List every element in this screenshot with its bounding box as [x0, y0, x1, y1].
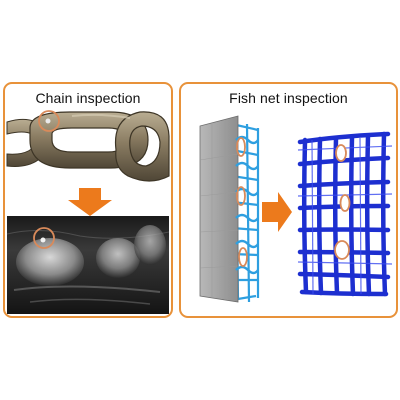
- net-on-wall-model: [199, 115, 260, 303]
- down-arrow-icon: [68, 188, 112, 216]
- right-arrow-icon: [262, 192, 292, 232]
- net-mesh-reconstruction: [297, 131, 393, 297]
- chain-photo: [6, 108, 170, 186]
- fishnet-inspection-title: Fish net inspection: [229, 90, 348, 106]
- sonar-image: [6, 216, 170, 314]
- chain-inspection-title: Chain inspection: [35, 90, 141, 106]
